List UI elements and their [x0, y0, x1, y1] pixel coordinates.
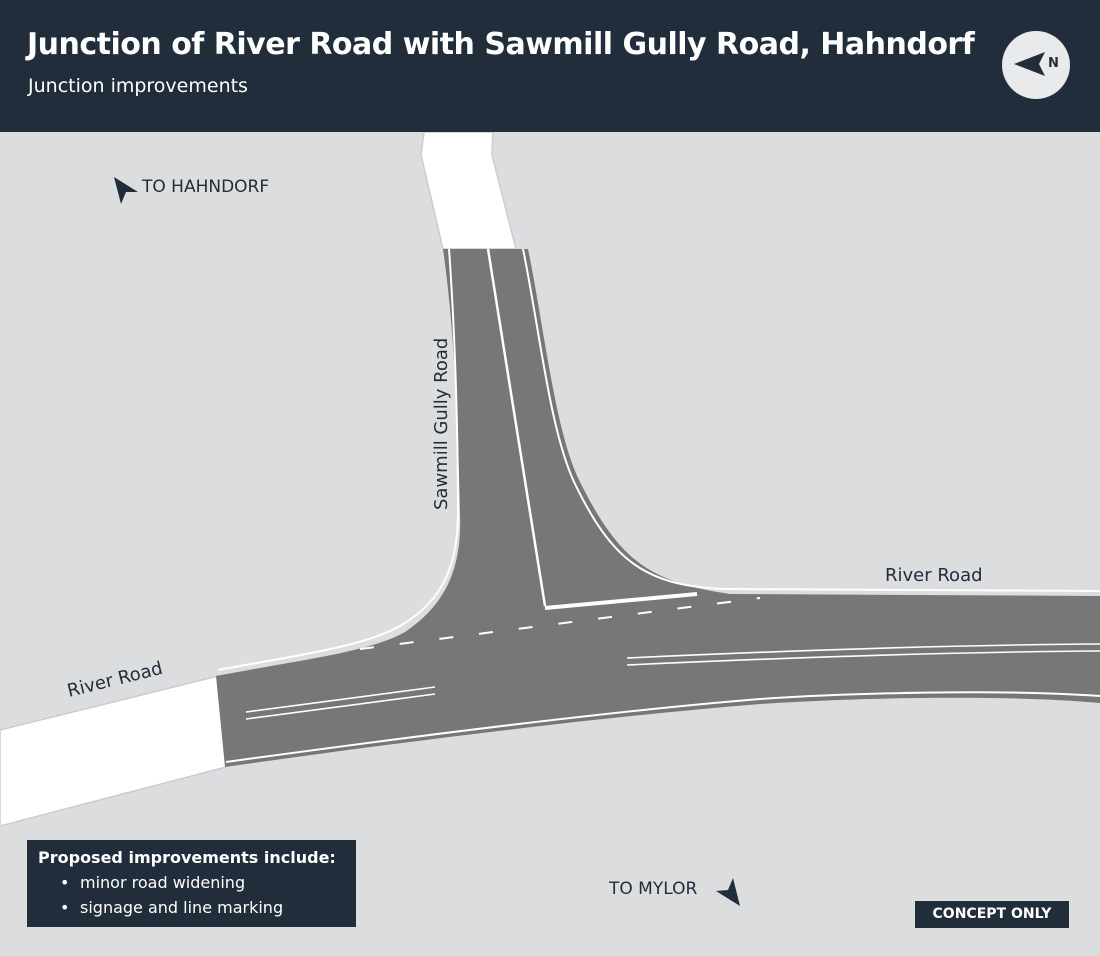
legend-title: Proposed improvements include: [38, 848, 336, 867]
page-title: Junction of River Road with Sawmill Gull… [27, 27, 975, 62]
legend-item-text: minor road widening [80, 873, 246, 892]
legend-box: Proposed improvements include: • minor r… [27, 840, 356, 927]
page-subtitle: Junction improvements [28, 75, 248, 97]
junction-map: TO HAHNDORF TO MYLOR Sawmill Gully Road … [0, 132, 1100, 906]
existing-sawmill-gully-road [420, 132, 517, 250]
proposed-works [216, 249, 1100, 767]
river-road-east-centre-line-a [626, 643, 1100, 659]
navigation-arrow-icon [114, 177, 138, 204]
proposed-road-surface [216, 249, 1100, 767]
sawmill-east-edge-line [522, 248, 1100, 592]
legend-item: • signage and line marking [60, 895, 356, 920]
north-compass-badge: N [1002, 31, 1070, 99]
legend-item-text: signage and line marking [80, 898, 284, 917]
concept-only-badge: CONCEPT ONLY [915, 901, 1069, 928]
direction-marker-mylor: TO MYLOR [608, 878, 740, 906]
existing-river-road-west [0, 675, 227, 827]
river-road-south-edge-line [225, 691, 1100, 763]
sawmill-west-edge-line [217, 248, 460, 671]
river-road-west-centre-line-b [245, 693, 436, 720]
legend-item: • minor road widening [60, 870, 356, 895]
stop-line [544, 592, 698, 610]
river-road-east-centre-line-b [626, 650, 1100, 666]
direction-marker-hahndorf: TO HAHNDORF [114, 177, 269, 204]
legend-list: • minor road widening • signage and line… [38, 870, 356, 920]
header-bar: Junction of River Road with Sawmill Gull… [0, 0, 1100, 132]
label-river-road-east: River Road [885, 565, 983, 586]
bullet-icon: • [60, 898, 70, 917]
bullet-icon: • [60, 873, 70, 892]
compass-arrow-icon [1014, 52, 1045, 76]
label-to-hahndorf: TO HAHNDORF [141, 177, 269, 197]
river-road-west-centre-line-a [245, 686, 436, 713]
north-letter: N [1048, 56, 1059, 71]
lane-dash-line [359, 597, 761, 650]
label-sawmill-gully-road: Sawmill Gully Road [431, 338, 452, 510]
navigation-arrow-icon [716, 878, 740, 906]
sawmill-centre-line [486, 248, 547, 607]
label-to-mylor: TO MYLOR [608, 879, 697, 899]
existing-roads [0, 132, 517, 827]
line-marking [217, 248, 1100, 763]
